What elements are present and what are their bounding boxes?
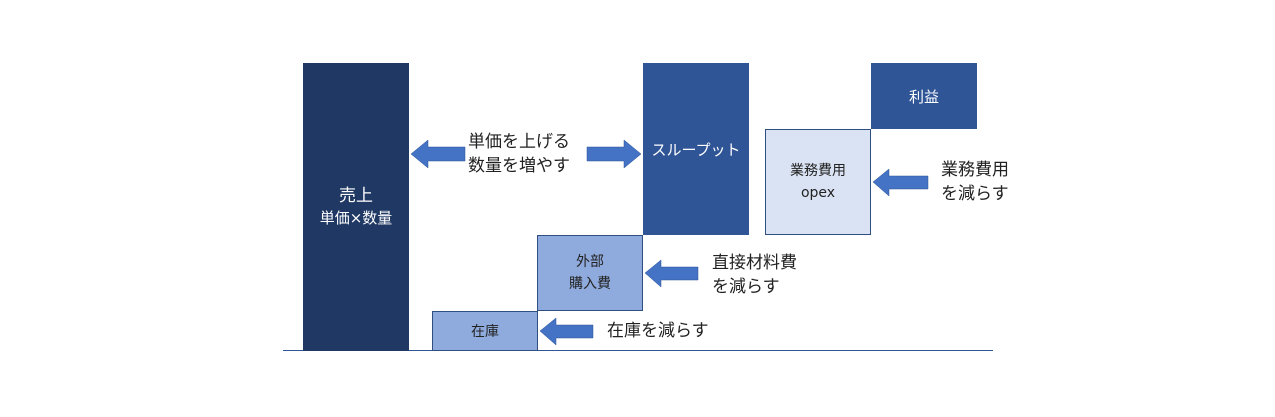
inventory-arrow-icon <box>539 317 594 346</box>
sales-title: 売上 <box>339 186 373 206</box>
purchase-bar: 外部 購入費 <box>537 235 643 311</box>
opex-bar: 業務費用 opex <box>765 129 871 235</box>
opex-subtitle: opex <box>800 185 836 201</box>
opex-reduce-line1: 業務費用 <box>941 160 1009 180</box>
opex-reduce-annotation: 業務費用 を減らす <box>941 158 1009 206</box>
sales-bar: 売上 単価×数量 <box>303 63 409 351</box>
material-reduce-annotation: 直接材料費 を減らす <box>712 251 797 299</box>
material-reduce-line1: 直接材料費 <box>712 253 797 273</box>
price-volume-annotation: 単価を上げる 数量を増やす <box>468 130 570 178</box>
right-arrow-icon <box>586 139 642 169</box>
material-arrow-icon <box>644 259 699 288</box>
inventory-reduce-line1: 在庫を減らす <box>607 321 709 341</box>
purchase-title: 外部 <box>576 254 604 270</box>
opex-arrow-icon <box>872 168 929 197</box>
profit-label: 利益 <box>908 87 939 106</box>
throughput-label: スループット <box>651 140 741 159</box>
profit-bar: 利益 <box>871 63 977 129</box>
throughput-bar: スループット <box>643 63 749 235</box>
left-arrow-icon <box>410 139 466 169</box>
volume-up-text: 数量を増やす <box>468 156 570 176</box>
baseline <box>283 350 993 351</box>
purchase-subtitle: 購入費 <box>569 276 611 292</box>
opex-title: 業務費用 <box>790 163 846 179</box>
inventory-label: 在庫 <box>471 324 499 340</box>
price-up-text: 単価を上げる <box>468 132 570 152</box>
inventory-reduce-annotation: 在庫を減らす <box>607 319 709 343</box>
opex-reduce-line2: を減らす <box>941 184 1009 204</box>
material-reduce-line2: を減らす <box>712 277 780 297</box>
sales-formula: 単価×数量 <box>319 209 393 227</box>
inventory-bar: 在庫 <box>432 311 538 351</box>
